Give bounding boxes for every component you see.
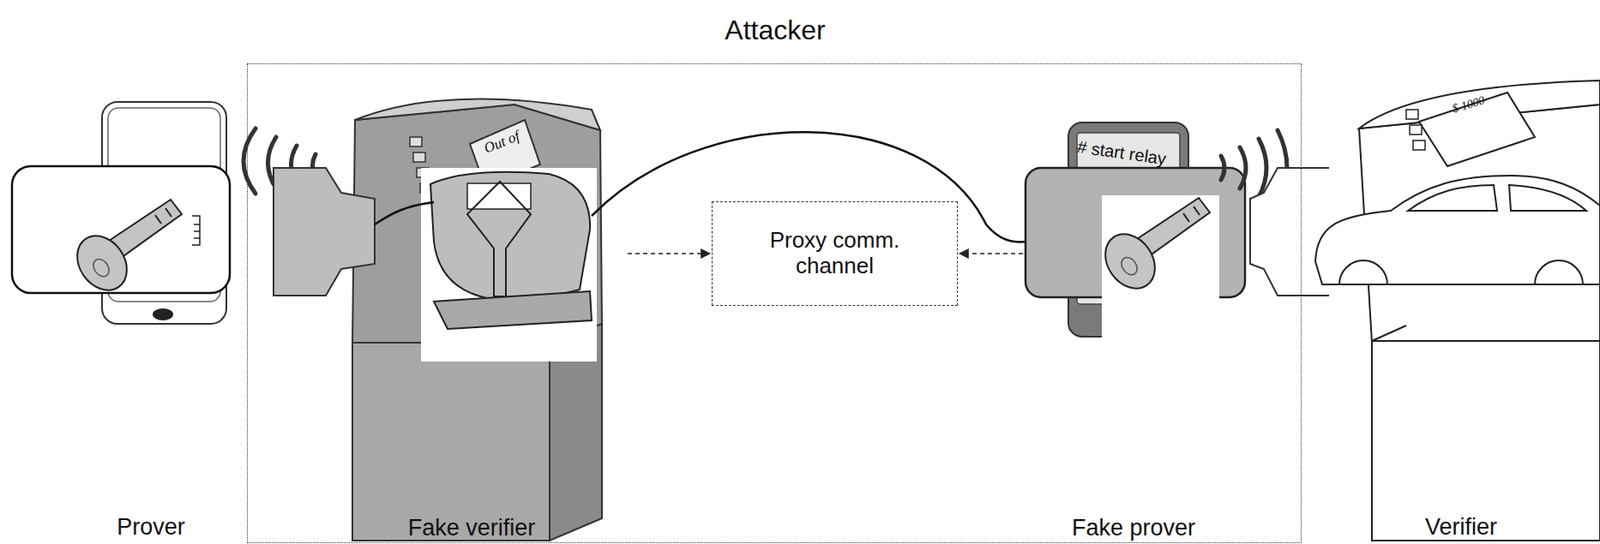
node-label: Fake verifier — [368, 515, 575, 542]
atm-screen-amount: $ 1000 — [1450, 93, 1486, 115]
node-label: Fake prover — [1030, 515, 1237, 542]
dashed-arrow — [627, 252, 710, 255]
verifier-atm — [1359, 80, 1600, 542]
node-label: Proxy comm. channel — [755, 228, 915, 280]
atm-screen-text: Out of — [481, 128, 523, 157]
car-outline — [1315, 175, 1600, 285]
dashed-arrow — [959, 252, 1023, 255]
attacker-region: Fake verifier Proxy comm. channelFake pro… — [246, 63, 1302, 544]
fake-terminal — [421, 168, 597, 362]
prover-figure: Prover — [0, 85, 241, 541]
verifier-reader — [1250, 168, 1330, 296]
verifier-figure: Verifier — [1311, 85, 1600, 541]
prover-phone — [12, 102, 230, 325]
proxy-channel-box: Proxy comm. channel — [711, 201, 958, 307]
node-label: Verifier — [1358, 514, 1564, 542]
fake-atm — [352, 99, 602, 542]
fake-prover-phone — [1025, 122, 1246, 358]
node-label: Prover — [48, 514, 254, 542]
node-label: Attacker — [247, 14, 1303, 47]
fake-verifier-figure: Fake verifier — [266, 86, 628, 542]
phone-screen-text: # start relay — [1076, 137, 1168, 169]
fake-reader — [273, 168, 375, 296]
